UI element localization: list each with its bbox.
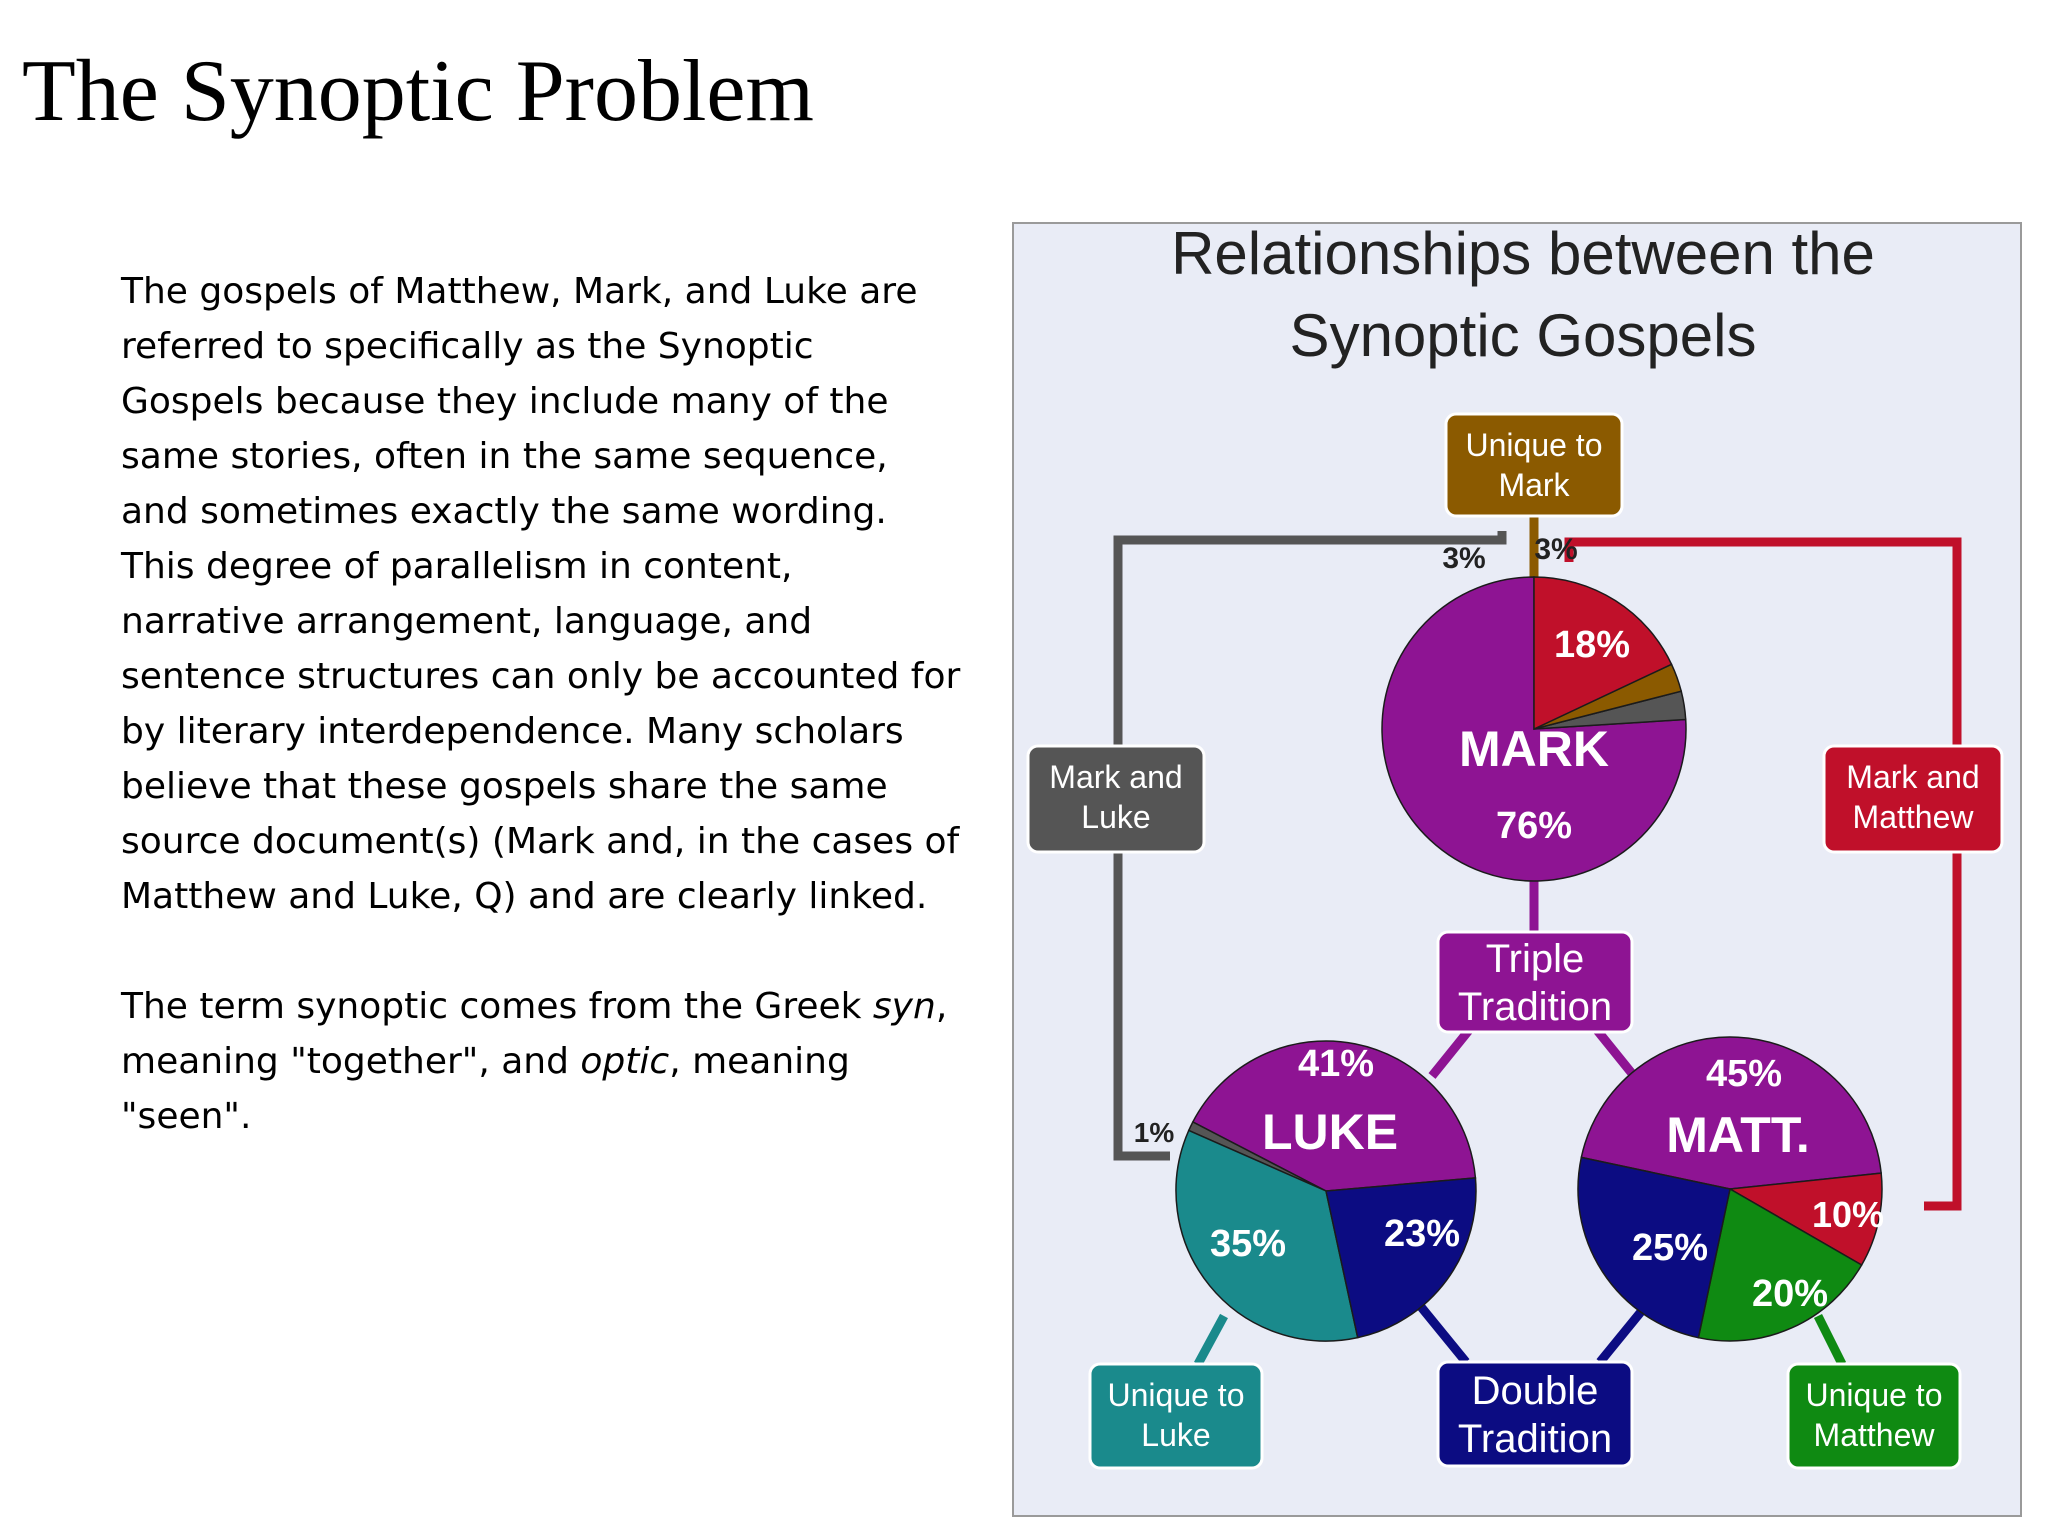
box-unique-to-luke: Unique to Luke — [1088, 1362, 1264, 1470]
pie-label-luke: LUKE — [1262, 1104, 1398, 1160]
pie-slice-matt-mark-matthew — [1727, 1172, 1883, 1267]
connector-unique-luke — [1194, 1313, 1228, 1367]
svg-text:Luke: Luke — [1141, 1417, 1210, 1453]
svg-text:Luke: Luke — [1081, 799, 1150, 835]
slice-label-mark-unique: 3% — [1534, 533, 1577, 566]
pie-slice-mark-triple — [1381, 576, 1687, 882]
slice-label-mark-matthew: 18% — [1554, 624, 1630, 666]
box-unique-to-matthew: Unique to Matthew — [1786, 1362, 1962, 1470]
slice-label-matt-double: 25% — [1632, 1227, 1708, 1269]
pie-slice-luke-unique-luke — [1175, 1129, 1359, 1342]
box-unique-to-mark: Unique to Mark — [1444, 412, 1624, 518]
svg-text:Unique to: Unique to — [1466, 427, 1603, 463]
paragraph-term-synoptic: The term synoptic comes from the Greek s… — [121, 986, 948, 1137]
svg-text:Unique to: Unique to — [1108, 1377, 1245, 1413]
pie-slice-matt-triple — [1580, 1036, 1882, 1190]
svg-text:Mark and: Mark and — [1846, 759, 1979, 795]
pie-slices — [1577, 1036, 1883, 1342]
svg-text:Matthew: Matthew — [1814, 1417, 1936, 1453]
svg-text:Unique to: Unique to — [1806, 1377, 1943, 1413]
svg-text:Triple: Triple — [1486, 937, 1585, 981]
svg-text:Double: Double — [1472, 1369, 1599, 1413]
diagram-title-line1: Relationships between the — [1171, 224, 1875, 287]
synoptic-diagram-figure: Relationships between the Synoptic Gospe… — [1012, 222, 2022, 1517]
pie-slice-luke-triple — [1191, 1040, 1477, 1192]
slice-label-matt-triple: 45% — [1706, 1053, 1782, 1095]
box-mark-and-matthew: Mark and Matthew — [1822, 744, 2004, 854]
slice-label-luke-unique: 35% — [1210, 1223, 1286, 1265]
slice-label-mark-luke: 3% — [1442, 542, 1485, 575]
greek-word-optic: optic — [580, 1041, 670, 1082]
connector-mark-luke — [1113, 531, 1507, 1161]
slice-label-matt-unique: 20% — [1752, 1273, 1828, 1315]
synoptic-diagram: Relationships between the Synoptic Gospe… — [1026, 224, 2004, 1470]
slice-label-luke-double: 23% — [1384, 1213, 1460, 1255]
slice-label-luke-triple: 41% — [1298, 1043, 1374, 1085]
box-mark-and-luke: Mark and Luke — [1026, 744, 1206, 854]
svg-text:Tradition: Tradition — [1458, 1417, 1612, 1461]
pie-slices — [1175, 1040, 1477, 1342]
pie-slice-matt-double — [1577, 1156, 1731, 1339]
paragraph-gospels: The gospels of Matthew, Mark, and Luke a… — [121, 271, 961, 917]
slide-title: The Synoptic Problem — [22, 43, 814, 140]
slice-label-mark-triple: 76% — [1496, 805, 1572, 847]
pie-slice-matt-unique-matthew — [1697, 1187, 1863, 1342]
connector-mark-matthew — [1564, 537, 1962, 1211]
pie-slices — [1381, 576, 1687, 882]
body-text: The gospels of Matthew, Mark, and Luke a… — [121, 264, 961, 1144]
pie-slice-mark-mark-matthew — [1533, 576, 1673, 731]
diagram-title-line2: Synoptic Gospels — [1290, 302, 1757, 369]
pie-label-matt: MATT. — [1666, 1107, 1809, 1163]
box-triple-tradition: Triple Tradition — [1436, 930, 1634, 1034]
greek-word-syn: syn — [872, 986, 936, 1027]
pie-matt: MATT. 45% 10% 20% 25% — [1577, 1036, 1884, 1342]
slice-label-luke-mark-luke: 1% — [1134, 1117, 1175, 1148]
slice-label-matt-matthew: 10% — [1812, 1194, 1884, 1235]
svg-text:Mark: Mark — [1498, 467, 1570, 503]
connector-unique-matthew — [1813, 1313, 1847, 1367]
pie-luke: LUKE 41% 1% 35% 23% — [1134, 1040, 1477, 1342]
pie-mark: MARK 76% 3% 3% 18% — [1381, 533, 1687, 882]
box-double-tradition: Double Tradition — [1436, 1360, 1634, 1468]
pie-slice-luke-double — [1325, 1177, 1477, 1339]
svg-text:Mark and: Mark and — [1049, 759, 1182, 795]
svg-text:Matthew: Matthew — [1853, 799, 1975, 835]
svg-text:Tradition: Tradition — [1458, 985, 1612, 1029]
pie-label-mark: MARK — [1459, 721, 1609, 777]
